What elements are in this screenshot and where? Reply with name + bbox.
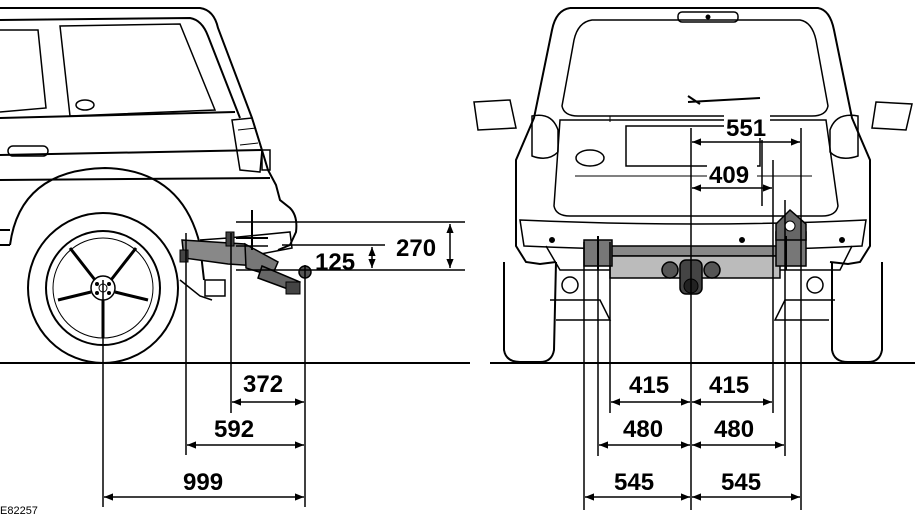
- side-tow-bar: [179, 210, 312, 295]
- side-wheel: [27, 212, 179, 364]
- dim-label-409: 409: [709, 162, 749, 189]
- dim-label-592: 592: [214, 416, 254, 443]
- rear-dimension-arrows: [585, 138, 800, 501]
- side-vehicle-body: [0, 7, 298, 301]
- side-dimension-arrows: [104, 224, 454, 501]
- side-view: 270 125 372 592 999 E82257: [0, 7, 470, 515]
- dim-label-551: 551: [726, 115, 766, 142]
- rear-view: 551 409 415 415 480 480 545 545: [473, 7, 915, 510]
- dim-label-270: 270: [396, 235, 436, 262]
- dim-label-999: 999: [183, 469, 223, 496]
- dim-label-372: 372: [243, 371, 283, 398]
- dim-label-125: 125: [315, 249, 355, 276]
- dim-label-480-left: 480: [623, 416, 663, 443]
- side-extension-lines: [102, 221, 465, 507]
- rear-wheels: [503, 261, 883, 363]
- rear-label-backgrounds: [707, 114, 770, 186]
- dim-label-545-right: 545: [721, 469, 761, 496]
- dim-label-415-left: 415: [629, 372, 669, 399]
- rear-extension-lines: [583, 128, 802, 510]
- rear-vehicle-body: [473, 7, 913, 271]
- dim-label-415-right: 415: [709, 372, 749, 399]
- dim-label-480-right: 480: [714, 416, 754, 443]
- dim-label-545-left: 545: [614, 469, 654, 496]
- figure-reference: E82257: [0, 505, 38, 515]
